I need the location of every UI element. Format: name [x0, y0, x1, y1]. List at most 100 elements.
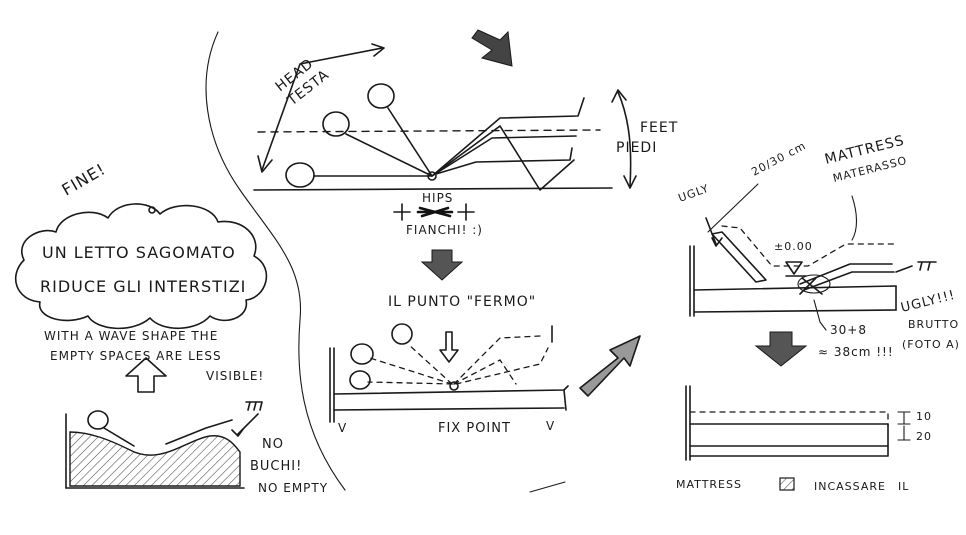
mid-dash-2 [367, 381, 453, 385]
sum-leader [813, 299, 827, 331]
feet-arrow [617, 91, 632, 187]
mattress-leader [851, 195, 858, 241]
arrow-up-right-icon [579, 335, 641, 397]
raised-dashed [721, 225, 897, 267]
plus-right [457, 203, 475, 221]
ray-1 [387, 107, 433, 177]
feet-line-4 [435, 147, 573, 175]
legend-il: IL [898, 480, 909, 493]
mid-circle-1 [350, 343, 374, 365]
left-note: FINE! UN LETTO SAGOMATO RIDUCE GLI INTER… [14, 159, 328, 495]
cross-mark [799, 277, 823, 295]
mid-circle-2 [349, 370, 371, 390]
arrow-down-small-icon [439, 331, 459, 363]
head-circle-3 [285, 162, 315, 188]
dim-10: 10 [916, 410, 932, 423]
fine-label: FINE! [59, 159, 110, 199]
mid-right-v: V [546, 419, 555, 433]
arrow-down-icon-2 [754, 331, 808, 367]
feet-line-2 [431, 135, 577, 177]
level-label: ±0.00 [774, 240, 813, 253]
no-empty-label: NO EMPTY [258, 481, 328, 495]
no-buchi-label: NO [262, 437, 284, 452]
right-bed-bottom [693, 309, 897, 313]
mid-circle-3 [391, 323, 413, 345]
cloud-bubble [148, 206, 156, 214]
measure-line [707, 183, 759, 233]
mid-base-bottom [333, 407, 565, 411]
mid-right-end [563, 389, 567, 411]
fianchi-label: FIANCHI! :) [406, 223, 483, 237]
middle-sketch: V V FIX POINT [329, 323, 641, 436]
fix-point-label: FIX POINT [438, 421, 511, 436]
arrow-up-icon [125, 357, 167, 393]
thought-cloud [14, 203, 268, 330]
cloud-line-2: RIDUCE GLI INTERSTIZI [40, 277, 246, 296]
legend-mattress: MATTRESS [676, 478, 742, 491]
feet-arrow-tip-bottom [623, 175, 637, 189]
wave-feet-arrow [231, 413, 259, 437]
top-sketch: HEAD TESTA FEET PIEDI HIPS FIANCHI! :) [253, 29, 678, 310]
measure-top-label: 20/30 cm [749, 139, 808, 179]
wave-hatch [69, 431, 241, 487]
top-dashed-line [257, 129, 601, 133]
head-circle-1 [367, 83, 395, 109]
legend-incassare: INCASSARE [814, 480, 886, 493]
plus-left [393, 203, 411, 221]
raised-feet [799, 263, 895, 291]
level-mark [785, 261, 807, 277]
ray-2 [345, 133, 433, 177]
ugly-right-label: UGLY!!! [899, 288, 957, 316]
hips-label: HIPS [422, 191, 453, 205]
right-sketch: UGLY 20/30 cm MATTRESS MATERASSO ±0.00 U… [676, 133, 960, 493]
mid-left-v: V [338, 421, 347, 435]
legend-swatch [779, 477, 795, 491]
feet-line-1 [431, 97, 585, 177]
piedi-label: PIEDI [616, 140, 657, 156]
feet-line-3 [431, 125, 575, 191]
wave-line-2: EMPTY SPACES ARE LESS [50, 349, 222, 363]
mid-fix-point [449, 381, 459, 391]
fixed-point-label: IL PUNTO "FERMO" [388, 294, 536, 310]
arrow-down-icon-1 [420, 249, 464, 281]
wave-feet-mark [245, 401, 263, 411]
hips-point [427, 171, 437, 181]
lower-headboard [685, 385, 691, 461]
head-arrow [261, 47, 383, 171]
raised-back [711, 231, 767, 283]
mid-dash-1 [369, 357, 453, 385]
mid-dash-6 [455, 347, 549, 385]
right-bed-top [693, 285, 897, 291]
sum-label: 30+8 [830, 323, 867, 337]
ugly-arrow [705, 217, 723, 247]
brutto-label: BRUTTO [908, 318, 959, 331]
ugly-top-label: UGLY [677, 182, 711, 205]
lower-base [689, 423, 889, 457]
head-circle-2 [322, 111, 350, 137]
arrow-down-right-icon [471, 29, 513, 67]
divider-curve [205, 31, 346, 491]
wave-line-3: VISIBLE! [206, 369, 264, 383]
feet-label: FEET [640, 120, 678, 136]
approx-label: ≈ 38cm !!! [818, 345, 894, 359]
dim-marks [897, 411, 911, 441]
feet-arrow-tip-top [611, 89, 627, 103]
divider-stroke-bottom [529, 481, 566, 493]
ugly-ellipse [797, 274, 831, 294]
hips-scribble [416, 206, 454, 218]
wave-line-1: WITH A WAVE SHAPE THE [44, 329, 218, 343]
no-buchi-label-2: BUCHI! [250, 459, 302, 474]
head-arrow-tip2 [257, 155, 273, 173]
mid-left-post [329, 347, 335, 423]
feet-tip-mark [895, 261, 937, 273]
mid-dash-3 [407, 343, 453, 385]
right-headboard [689, 245, 695, 317]
wave-circle [87, 410, 109, 430]
dim-20: 20 [916, 430, 932, 443]
cloud-line-1: UN LETTO SAGOMATO [42, 243, 236, 262]
foto-label: (FOTO A) [902, 338, 960, 351]
top-base-line [253, 187, 613, 191]
mid-dash-4 [453, 335, 541, 385]
